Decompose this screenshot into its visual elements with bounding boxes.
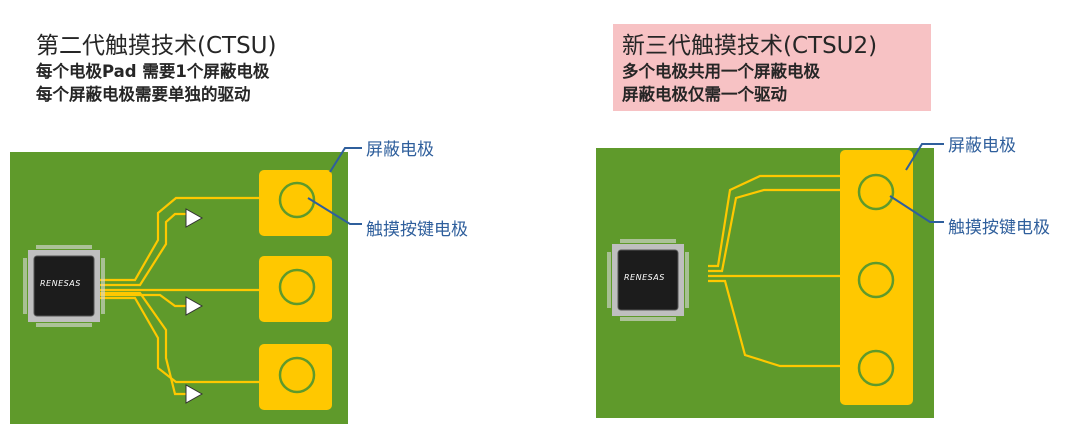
left-chip-logo: RENESAS	[40, 279, 81, 288]
right-highlight-box	[613, 24, 931, 111]
left-touch-electrodes	[278, 181, 316, 394]
left-mcu-chip	[23, 245, 105, 327]
left-touch-key-electrode-label: 触摸按键电极	[366, 220, 468, 240]
driver-triangle-3	[185, 384, 204, 404]
right-chip-logo: RENESAS	[624, 273, 665, 282]
right-touch-key-1	[857, 173, 895, 211]
left-touch-key-2	[278, 268, 316, 306]
right-shield-electrode-label: 屏蔽电极	[948, 136, 1016, 156]
left-callouts	[307, 147, 362, 225]
left-traces	[100, 196, 280, 396]
right-touch-key-3	[857, 349, 895, 387]
left-touch-key-1	[278, 181, 316, 219]
left-title: 第二代触摸技术(CTSU)	[36, 33, 277, 59]
left-description-line1: 每个电极Pad 需要1个屏蔽电极	[36, 62, 270, 81]
left-shield-electrode-label: 屏蔽电极	[366, 140, 434, 160]
right-traces	[708, 174, 865, 368]
right-description-line1: 多个电极共用一个屏蔽电极	[622, 62, 820, 81]
right-mcu-chip	[607, 239, 689, 321]
right-touch-key-2	[857, 261, 895, 299]
right-title: 新三代触摸技术(CTSU2)	[622, 33, 878, 59]
driver-triangle-1	[185, 208, 204, 228]
right-touch-electrodes	[857, 173, 895, 387]
left-description-line2: 每个屏蔽电极需要单独的驱动	[36, 85, 251, 104]
right-callouts	[889, 143, 944, 223]
left-touch-key-3	[278, 356, 316, 394]
right-touch-key-electrode-label: 触摸按键电极	[948, 218, 1050, 238]
right-description-line2: 屏蔽电极仅需一个驱动	[622, 85, 787, 104]
left-drivers	[185, 208, 204, 404]
driver-triangle-2	[185, 296, 204, 316]
